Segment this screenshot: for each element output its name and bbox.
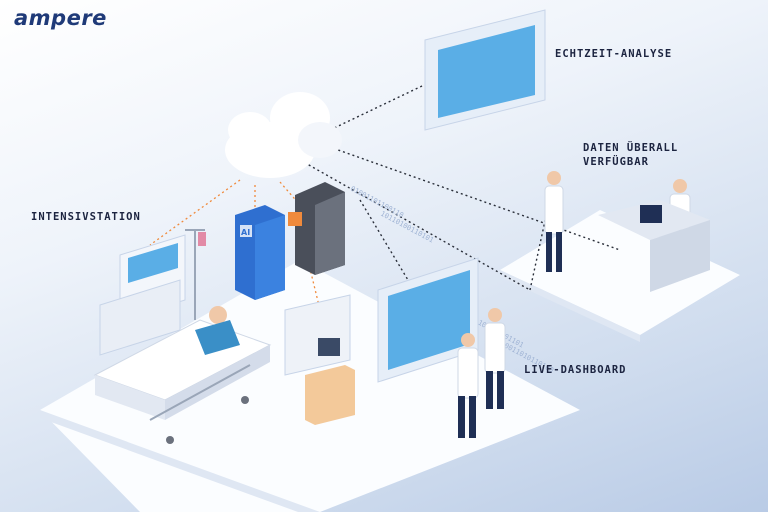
iv-bag-icon bbox=[198, 232, 206, 246]
server-blue bbox=[235, 205, 285, 300]
svg-text:10110100110101: 10110100110101 bbox=[379, 210, 435, 245]
analysis-screen bbox=[424, 9, 546, 131]
icu-monitor-wall bbox=[99, 234, 186, 356]
doctor-standing bbox=[484, 308, 506, 409]
label-live-dashboard: LIVE-DASHBOARD bbox=[524, 364, 627, 376]
doctor-left bbox=[544, 171, 564, 272]
ai-chip-label: AI bbox=[241, 228, 250, 237]
patient bbox=[195, 306, 240, 355]
label-icu: INTENSIVSTATION bbox=[31, 211, 141, 223]
svg-text:01001101100110: 01001101100110 bbox=[349, 185, 405, 220]
iv-stand bbox=[185, 229, 205, 320]
doctor-desk bbox=[598, 179, 710, 292]
office-floor-edge bbox=[500, 270, 640, 342]
brand-logo: ampere bbox=[14, 6, 107, 30]
medical-monitor bbox=[284, 294, 355, 425]
label-realtime-analysis: ECHTZEIT-ANALYSE bbox=[555, 48, 673, 60]
server-dark bbox=[288, 182, 345, 275]
label-data-line2: VERFÜGBAR bbox=[583, 156, 649, 168]
icu-floor-edge bbox=[40, 410, 320, 512]
doctor-pointing bbox=[457, 333, 479, 438]
dashboard-screen bbox=[377, 257, 479, 383]
cloud-icon bbox=[225, 92, 342, 178]
label-data-line1: DATEN ÜBERALL bbox=[583, 142, 679, 154]
